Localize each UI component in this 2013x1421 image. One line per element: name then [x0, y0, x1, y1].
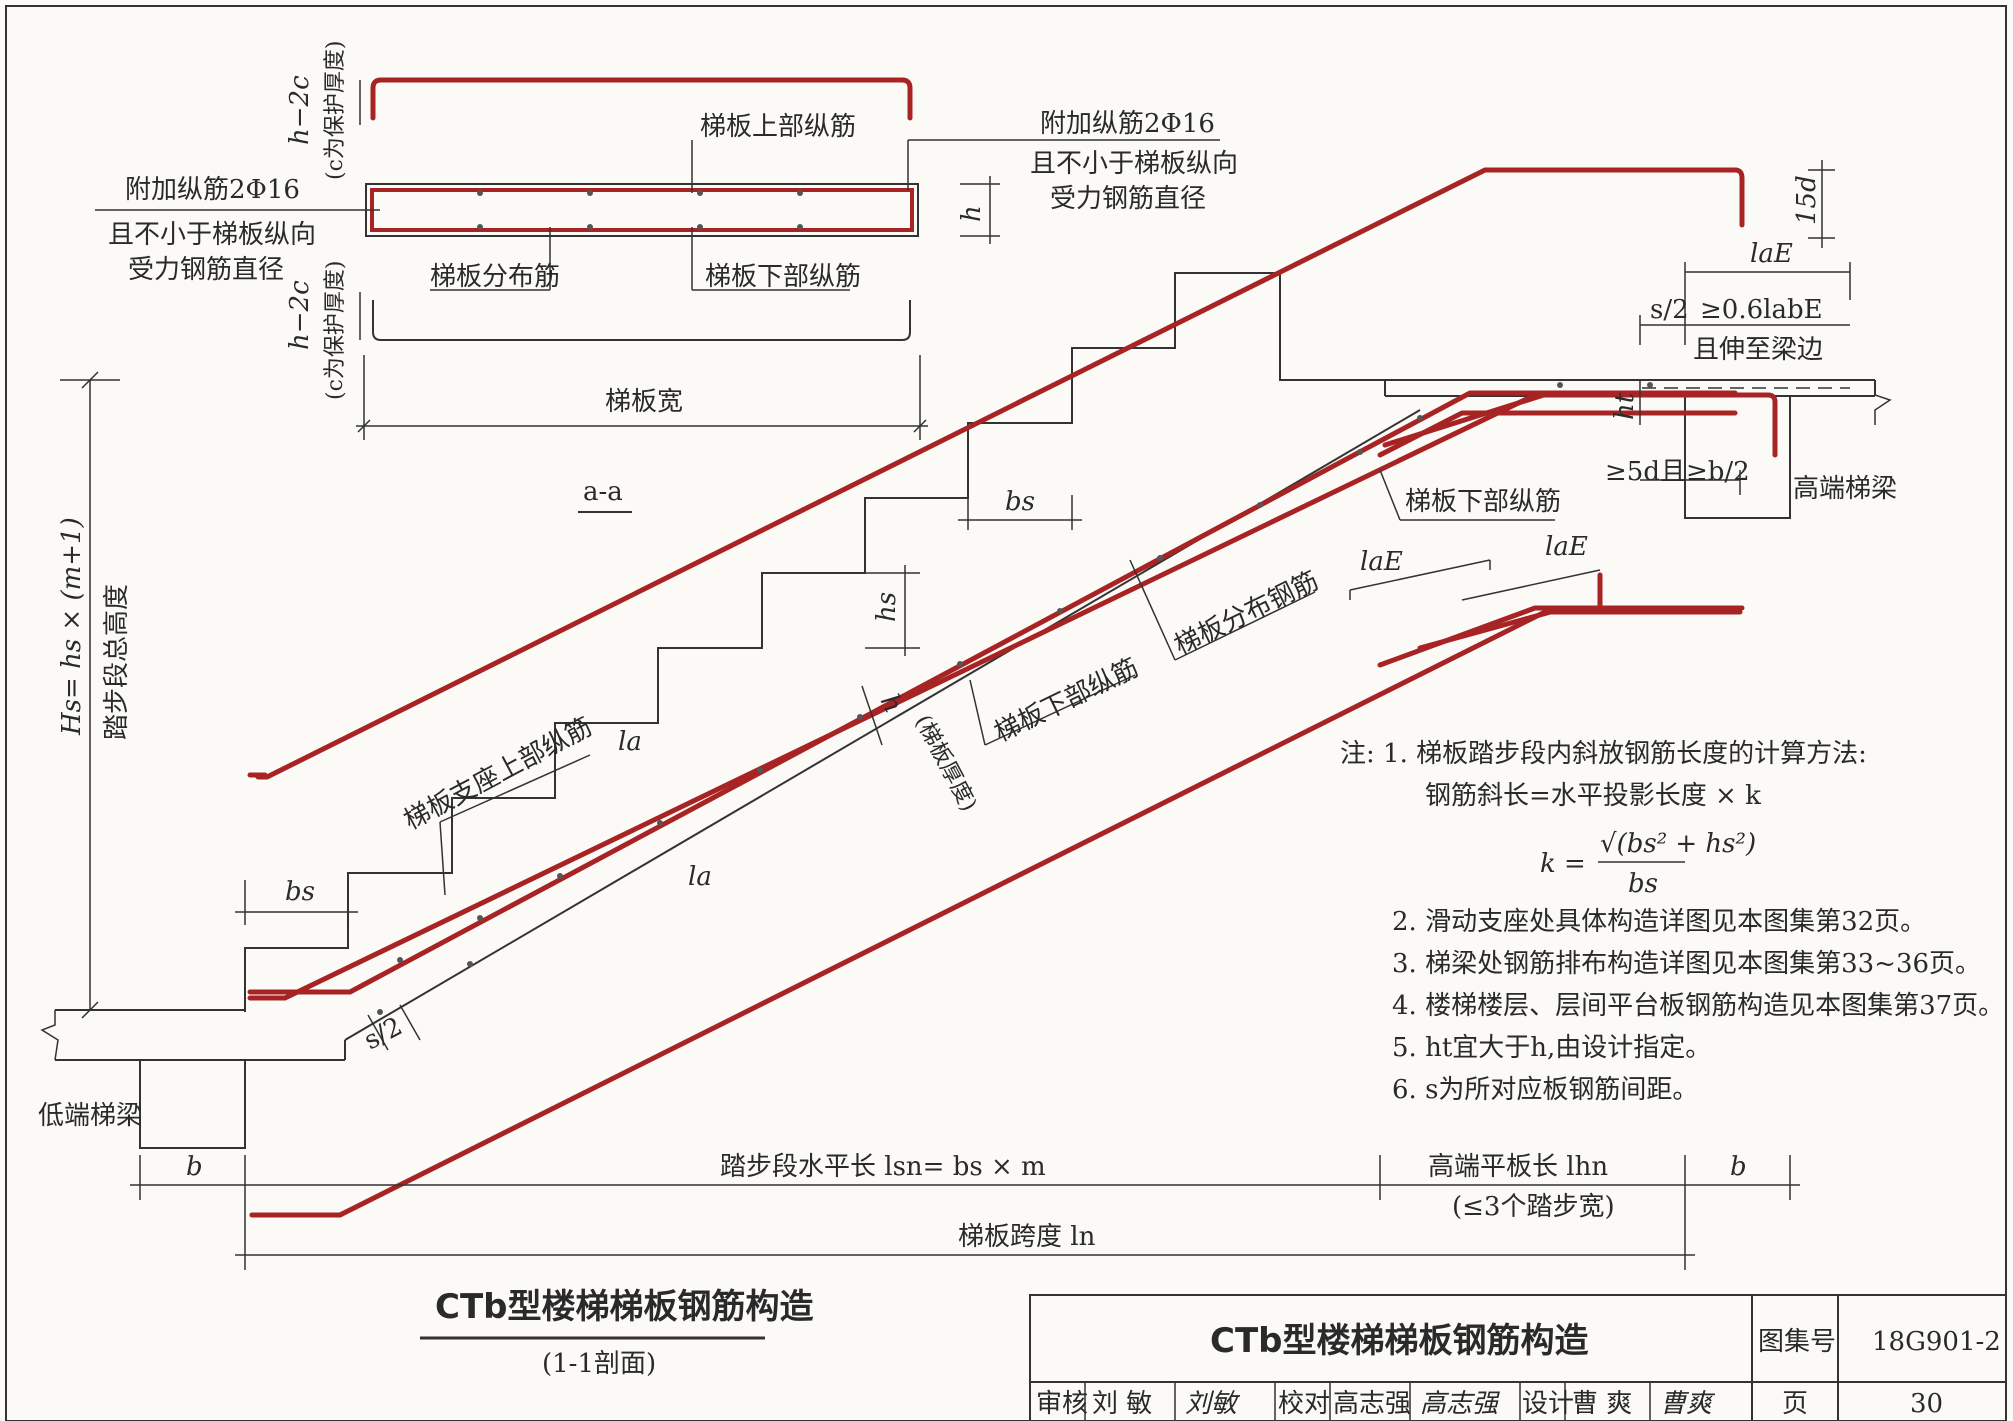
note-4: 4. 楼梯楼层、层间平台板钢筋构造见本图集第37页。 — [1392, 991, 2004, 1021]
dist-rebar-label-main: 梯板分布钢筋 — [1170, 566, 1323, 661]
tb-design-name: 曹 爽 — [1572, 1389, 1632, 1419]
low-end-beam — [139, 1060, 246, 1149]
la-lower: la — [688, 862, 712, 892]
top-h2c: h−2c — [285, 75, 315, 145]
lower-rebar-2 — [1377, 410, 1738, 458]
caption-sub: (1-1剖面) — [542, 1349, 656, 1379]
bs-bottom: bs — [285, 877, 315, 907]
k-lhs: k = — [1540, 849, 1586, 879]
section-h-label: h — [957, 205, 987, 222]
lhn-note: (≤3个踏步宽) — [1452, 1192, 1615, 1222]
caption: CTb型楼梯梯板钢筋构造 (1-1剖面) — [420, 1287, 813, 1379]
extra-rebar-2 — [1377, 572, 1603, 668]
hs-label: hs — [872, 592, 902, 622]
support-upper-label: 梯板支座上部纵筋 — [399, 712, 597, 836]
s2-top: s/2 — [1650, 295, 1689, 325]
upper-rebar-label: 梯板上部纵筋 — [700, 112, 856, 142]
lsn-label: 踏步段水平长 lsn= bs × m — [720, 1152, 1046, 1182]
tb-page-label: 页 — [1782, 1389, 1808, 1419]
note-5: 5. ht宜大于h,由设计指定。 — [1392, 1033, 1711, 1063]
laE-a: laE — [1360, 547, 1403, 577]
ln-label: 梯板跨度 ln — [958, 1222, 1096, 1252]
top-long-rebar — [255, 167, 1745, 780]
tb-review-name: 刘 敏 — [1092, 1389, 1152, 1419]
added-rebar-left-1: 附加纵筋2Φ16 — [125, 175, 300, 205]
la-upper: la — [618, 727, 642, 757]
tb-page-no: 30 — [1910, 1389, 1943, 1419]
section-mark: a-a — [583, 477, 623, 507]
s2-bottom: s/2 — [359, 1012, 407, 1057]
bottom-bent-rebar — [372, 300, 911, 341]
tb-review-sig: 刘敏 — [1185, 1389, 1241, 1419]
added-rebar-left-3: 受力钢筋直径 — [128, 255, 284, 285]
labE: ≥0.6labE — [1700, 295, 1823, 325]
low-beam-label: 低端梯梁 — [38, 1101, 142, 1131]
added-rebar-right-1: 附加纵筋2Φ16 — [1040, 109, 1215, 139]
notes: 注: 1. 梯板踏步段内斜放钢筋长度的计算方法: 钢筋斜长=水平投影长度 × k… — [1340, 739, 2004, 1105]
lower-rebar-1 — [247, 390, 1738, 995]
bottom-h2c: h−2c — [285, 280, 315, 350]
tb-check-name: 高志强 — [1333, 1389, 1411, 1419]
lower-rebar-mid-label: 梯板下部纵筋 — [990, 653, 1143, 748]
slab-rebar-loop — [370, 188, 914, 232]
tb-review-label: 审核 — [1036, 1389, 1088, 1419]
tb-design-sig: 曹爽 — [1660, 1389, 1716, 1419]
added-rebar-left-2: 且不小于梯板纵向 — [108, 220, 316, 250]
slab-rebar-dots — [377, 382, 1653, 1015]
lower-rebar-top-label: 梯板下部纵筋 — [1405, 487, 1561, 517]
added-rebar-right-2: 且不小于梯板纵向 — [1030, 149, 1238, 179]
lower-rebar-3 — [1382, 390, 1553, 448]
tb-atlas-no: 18G901-2 — [1872, 1327, 2001, 1357]
ht-label: ht — [1610, 392, 1640, 420]
high-end-beam — [1684, 396, 1791, 519]
tb-check-sig: 高志强 — [1420, 1389, 1500, 1419]
k-num: √(bs² + hs²) — [1600, 829, 1756, 859]
top-cover-note: (c为保护厚度) — [323, 41, 348, 181]
tb-atlas-label: 图集号 — [1758, 1327, 1836, 1357]
b-right: b — [1730, 1152, 1747, 1182]
top-bent-rebar — [370, 77, 913, 121]
section-rebar-dots — [477, 190, 803, 230]
caption-title: CTb型楼梯梯板钢筋构造 — [435, 1287, 813, 1327]
tb-design-label: 设计 — [1522, 1389, 1574, 1419]
d15-label: 15d — [1792, 175, 1822, 225]
width-label: 梯板宽 — [605, 387, 683, 417]
bottom-cover-note: (c为保护厚度) — [323, 261, 348, 401]
to-beam: 且伸至梁边 — [1693, 335, 1823, 365]
bs-top: bs — [1005, 487, 1035, 517]
hs-desc: 踏步段总高度 — [102, 584, 132, 740]
high-beam-label: 高端梯梁 — [1793, 474, 1897, 504]
laE-b: laE — [1545, 532, 1588, 562]
note-3: 3. 梯梁处钢筋排布构造详图见本图集第33~36页。 — [1392, 949, 1981, 979]
tb-title: CTb型楼梯梯板钢筋构造 — [1210, 1321, 1588, 1361]
lhn-label: 高端平板长 lhn — [1428, 1152, 1608, 1182]
added-rebar-right-3: 受力钢筋直径 — [1050, 184, 1206, 214]
note-1a: 钢筋斜长=水平投影长度 × k — [1425, 781, 1761, 811]
stair-profile — [244, 272, 1386, 1012]
b-left: b — [186, 1152, 203, 1182]
sheet-border — [5, 5, 2007, 1421]
min-5d: ≥5d且≥b/2 — [1605, 457, 1750, 487]
lower-rebar-label: 梯板下部纵筋 — [705, 262, 861, 292]
tb-check-label: 校对 — [1278, 1389, 1330, 1419]
note-6: 6. s为所对应板钢筋间距。 — [1392, 1075, 1698, 1105]
note-head: 注: 1. 梯板踏步段内斜放钢筋长度的计算方法: — [1340, 739, 1867, 769]
laE-top: laE — [1750, 239, 1793, 269]
dist-rebar-label: 梯板分布筋 — [430, 262, 560, 292]
thick-desc: (梯板厚度) — [910, 711, 981, 816]
k-den: bs — [1628, 869, 1658, 899]
note-2: 2. 滑动支座处具体构造详图见本图集第32页。 — [1392, 907, 1926, 937]
section-a-a: h−2c (c为保护厚度) h−2c (c为保护厚度) 梯板上部纵筋 附加纵筋2… — [95, 41, 1238, 513]
hs-formula: Hs= hs × (m+1) — [57, 517, 87, 736]
title-block: CTb型楼梯梯板钢筋构造 图集号 18G901-2 审核 刘 敏 刘敏 校对 高… — [1029, 1294, 2007, 1421]
